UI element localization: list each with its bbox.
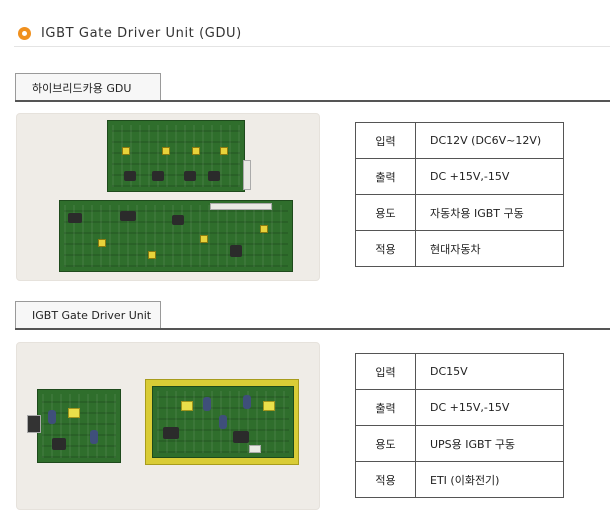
tab-underline	[15, 328, 610, 330]
pcb-board-upper	[107, 120, 245, 192]
table-row: 입력 DC12V (DC6V~12V)	[355, 122, 564, 159]
spec-value-usage: 자동차용 IGBT 구동	[415, 194, 564, 231]
orange-bullet-icon	[18, 27, 31, 40]
table-row: 적용 현대자동차	[355, 230, 564, 267]
table-row: 적용 ETI (이화전기)	[355, 461, 564, 498]
tab-underline	[15, 100, 610, 102]
spec-value-input: DC15V	[415, 353, 564, 390]
hybrid-gdu-photo	[16, 113, 320, 281]
table-row: 출력 DC +15V,-15V	[355, 158, 564, 195]
table-row: 용도 UPS용 IGBT 구동	[355, 425, 564, 462]
title-divider	[14, 46, 610, 47]
page-title: IGBT Gate Driver Unit (GDU)	[41, 26, 242, 41]
spec-key-application: 적용	[355, 230, 416, 267]
spec-key-application: 적용	[355, 461, 416, 498]
tab-igbt-gate-driver-unit[interactable]: IGBT Gate Driver Unit	[15, 301, 161, 329]
spec-table-igbt-gdu: 입력 DC15V 출력 DC +15V,-15V 용도 UPS용 IGBT 구동…	[355, 353, 564, 498]
spec-key-input: 입력	[355, 353, 416, 390]
spec-key-output: 출력	[355, 158, 416, 195]
spec-value-input: DC12V (DC6V~12V)	[415, 122, 564, 159]
spec-key-usage: 용도	[355, 194, 416, 231]
spec-value-output: DC +15V,-15V	[415, 389, 564, 426]
spec-key-input: 입력	[355, 122, 416, 159]
connector	[27, 415, 41, 433]
tab-label: 하이브리드카용 GDU	[32, 81, 132, 95]
pcb-board-small	[37, 389, 121, 463]
connector	[243, 160, 251, 190]
pcb-board-yellow	[145, 379, 299, 465]
spec-key-output: 출력	[355, 389, 416, 426]
igbt-gdu-photo	[16, 342, 320, 510]
table-row: 출력 DC +15V,-15V	[355, 389, 564, 426]
spec-value-application: ETI (이화전기)	[415, 461, 564, 498]
spec-value-output: DC +15V,-15V	[415, 158, 564, 195]
tab-hybrid-car-gdu[interactable]: 하이브리드카용 GDU	[15, 73, 161, 101]
spec-value-usage: UPS용 IGBT 구동	[415, 425, 564, 462]
tab-label: IGBT Gate Driver Unit	[32, 309, 152, 322]
spec-table-hybrid-gdu: 입력 DC12V (DC6V~12V) 출력 DC +15V,-15V 용도 자…	[355, 122, 564, 267]
section-title: IGBT Gate Driver Unit (GDU)	[18, 26, 242, 41]
table-row: 용도 자동차용 IGBT 구동	[355, 194, 564, 231]
pcb-board-lower	[59, 200, 293, 272]
spec-key-usage: 용도	[355, 425, 416, 462]
spec-value-application: 현대자동차	[415, 230, 564, 267]
table-row: 입력 DC15V	[355, 353, 564, 390]
